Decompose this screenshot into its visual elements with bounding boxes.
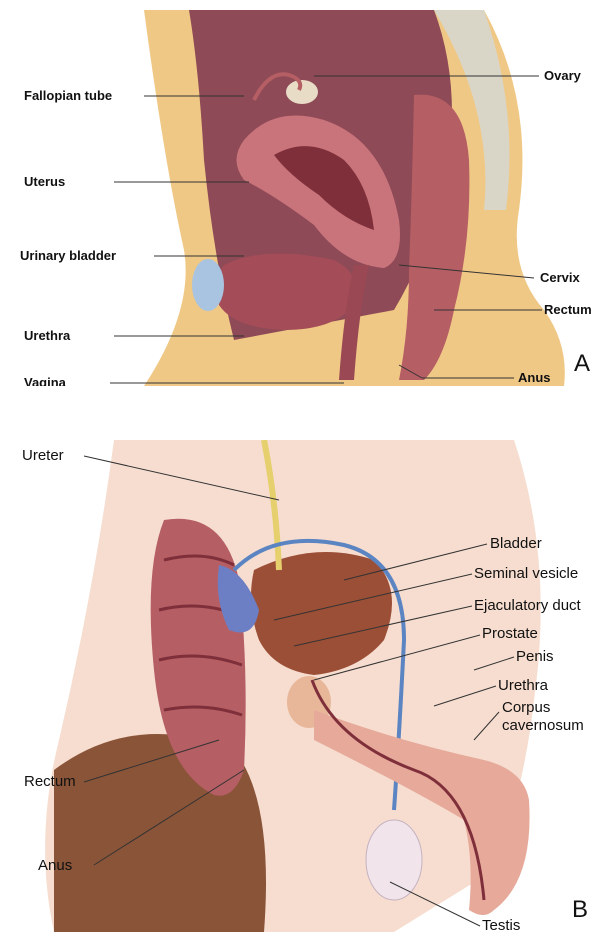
label-anus-b: Anus	[38, 857, 72, 874]
label-penis: Penis	[516, 648, 554, 665]
label-urinary-bladder: Urinary bladder	[20, 248, 116, 263]
label-uterus: Uterus	[24, 174, 65, 189]
label-corpus-line1: Corpus	[502, 699, 550, 716]
male-anatomy-panel: Ureter Bladder Seminal vesicle Ejaculato…	[14, 440, 606, 932]
label-anus-a: Anus	[518, 370, 551, 385]
label-urethra-b: Urethra	[498, 677, 549, 694]
label-ejaculatory-duct: Ejaculatory duct	[474, 597, 582, 614]
label-rectum-b: Rectum	[24, 773, 76, 790]
label-corpus-line2: cavernosum	[502, 717, 584, 734]
label-prostate: Prostate	[482, 625, 538, 642]
urinary-bladder-shape	[216, 254, 356, 330]
label-testis: Testis	[482, 917, 520, 932]
female-pelvis-illustration: Fallopian tube Ovary Uterus Urinary blad…	[14, 10, 606, 386]
label-ovary: Ovary	[544, 68, 582, 83]
label-rectum-a: Rectum	[544, 302, 592, 317]
female-anatomy-panel: Fallopian tube Ovary Uterus Urinary blad…	[14, 10, 606, 386]
label-bladder: Bladder	[490, 535, 542, 552]
label-ureter: Ureter	[22, 447, 64, 464]
label-fallopian-tube: Fallopian tube	[24, 88, 112, 103]
testis-shape	[366, 820, 422, 900]
male-pelvis-illustration: Ureter Bladder Seminal vesicle Ejaculato…	[14, 440, 606, 932]
panel-letter-a: A	[574, 350, 590, 378]
label-urethra-a: Urethra	[24, 328, 71, 343]
label-vagina: Vagina	[24, 375, 67, 386]
label-seminal-vesicle: Seminal vesicle	[474, 565, 578, 582]
bladder-fluid	[192, 259, 224, 311]
panel-letter-b: B	[572, 896, 588, 924]
label-cervix: Cervix	[540, 270, 581, 285]
